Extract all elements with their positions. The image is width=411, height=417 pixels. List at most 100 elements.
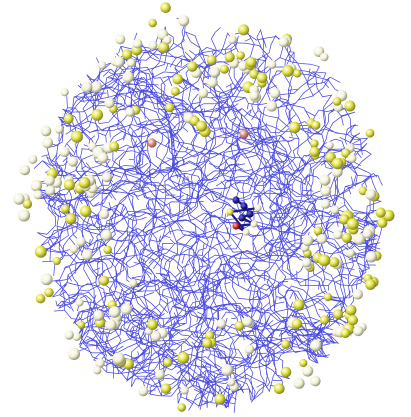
ligand-atom [232, 196, 240, 204]
water-sphere [347, 315, 358, 326]
water-sphere [44, 287, 54, 298]
water-sphere [28, 154, 38, 164]
water-sphere [60, 88, 69, 97]
water-sphere [202, 338, 213, 349]
water-sphere [90, 81, 103, 93]
water-sphere [313, 226, 323, 236]
water-sphere [77, 320, 86, 329]
water-sphere [30, 180, 43, 192]
water-sphere [78, 177, 91, 189]
highlight-atom-sphere [239, 129, 249, 139]
water-sphere [302, 235, 314, 247]
water-sphere [236, 51, 245, 60]
water-sphere [319, 52, 329, 62]
water-sphere [245, 57, 257, 68]
water-sphere [33, 190, 43, 200]
water-sphere [112, 352, 125, 365]
ligand-atom [232, 222, 240, 230]
water-sphere [42, 137, 54, 149]
water-sphere [65, 213, 77, 225]
water-sphere [170, 86, 180, 96]
water-sphere [150, 331, 162, 342]
water-sphere [341, 148, 351, 158]
water-sphere [331, 157, 344, 170]
water-sphere [311, 120, 321, 130]
water-sphere [227, 378, 236, 387]
water-sphere [97, 152, 109, 164]
water-sphere [44, 175, 55, 186]
water-sphere [52, 256, 61, 266]
water-sphere [221, 364, 234, 376]
water-sphere [196, 120, 208, 132]
water-sphere [365, 251, 377, 263]
water-sphere [219, 64, 229, 74]
water-sphere [160, 383, 172, 394]
water-sphere [108, 306, 121, 318]
water-sphere [178, 15, 190, 27]
ligand-atom [226, 208, 234, 216]
water-sphere [93, 310, 104, 321]
water-sphere [301, 257, 312, 268]
water-sphere [138, 386, 149, 397]
water-sphere [302, 365, 314, 377]
ligand-atom [240, 202, 248, 210]
water-sphere [177, 403, 186, 412]
water-sphere [103, 245, 112, 255]
water-sphere [13, 193, 25, 205]
water-sphere [209, 66, 221, 78]
water-sphere [148, 18, 157, 28]
water-sphere [224, 52, 235, 63]
water-sphere [177, 351, 190, 364]
water-sphere [346, 248, 355, 258]
water-sphere [180, 386, 189, 395]
water-sphere [63, 179, 75, 191]
water-sphere [267, 60, 277, 69]
water-sphere [317, 234, 327, 244]
water-sphere [310, 375, 321, 387]
water-sphere [244, 344, 255, 355]
water-sphere [280, 366, 292, 378]
water-sphere [365, 279, 376, 290]
ligand-cluster [226, 196, 262, 236]
water-sphere [273, 383, 285, 394]
water-sphere [352, 289, 364, 300]
water-sphere [67, 347, 81, 360]
water-sphere [320, 185, 332, 197]
water-sphere [214, 393, 226, 405]
water-sphere [59, 146, 70, 158]
water-sphere [163, 35, 172, 45]
water-sphere [375, 207, 386, 218]
water-sphere [132, 38, 143, 49]
water-sphere [98, 61, 107, 70]
water-sphere [115, 34, 126, 45]
water-sphere [207, 77, 218, 88]
water-sphere [293, 377, 305, 389]
water-sphere [293, 299, 305, 311]
water-sphere [105, 319, 117, 331]
water-sphere [310, 339, 322, 352]
water-sphere [206, 55, 217, 66]
water-sphere [341, 232, 352, 243]
water-sphere [67, 156, 79, 167]
water-sphere [63, 113, 74, 124]
water-sphere [154, 369, 165, 380]
water-sphere [120, 303, 133, 315]
water-sphere [249, 90, 260, 101]
water-sphere [365, 189, 377, 200]
water-sphere [216, 318, 227, 329]
water-sphere [332, 97, 342, 106]
water-sphere [109, 141, 120, 152]
water-sphere [278, 36, 289, 48]
water-sphere [353, 325, 364, 337]
water-sphere [358, 186, 368, 196]
water-sphere [70, 130, 83, 143]
water-sphere [249, 69, 259, 79]
water-sphere [81, 81, 93, 93]
water-sphere [319, 315, 329, 325]
water-sphere [40, 125, 52, 137]
water-sphere [75, 298, 84, 307]
water-sphere [269, 88, 281, 99]
water-sphere [198, 88, 209, 99]
water-sphere [158, 41, 170, 54]
